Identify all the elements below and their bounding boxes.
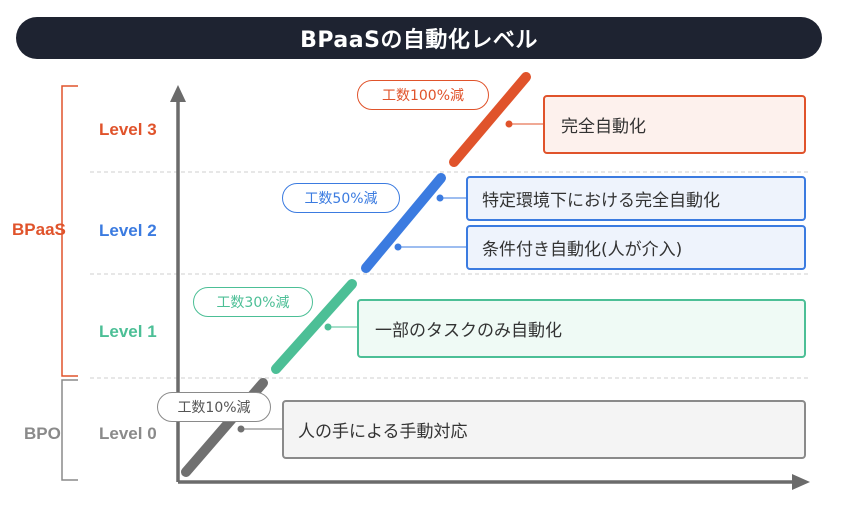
description-box-level3: 完全自動化 [543, 95, 806, 154]
connector-level2-b [394, 243, 466, 251]
bpaas-bracket [61, 85, 78, 377]
connector-level3 [505, 120, 543, 128]
connector-level0 [237, 425, 282, 433]
group-label-bpo: BPO [24, 424, 61, 443]
connector-level1 [324, 323, 357, 331]
level-label-0: Level 0 [99, 424, 157, 443]
level-label-3: Level 3 [99, 120, 157, 139]
segment-level1 [271, 279, 357, 374]
page-title: BPaaSの自動化レベル [300, 28, 538, 53]
reduction-badge-level3: 工数100%減 [357, 80, 489, 110]
reduction-badge-level2: 工数50%減 [282, 183, 400, 213]
description-box-level2-b: 条件付き自動化(人が介入) [466, 225, 806, 270]
description-box-level2-a: 特定環境下における完全自動化 [466, 176, 806, 221]
description-box-level0: 人の手による手動対応 [282, 400, 806, 459]
segment-level2 [361, 173, 446, 273]
title-bar: BPaaSの自動化レベル [16, 17, 822, 59]
y-axis-arrowhead [170, 85, 186, 102]
description-box-level1: 一部のタスクのみ自動化 [357, 299, 806, 358]
reduction-badge-level1: 工数30%減 [193, 287, 313, 317]
group-label-bpaas: BPaaS [12, 220, 66, 239]
bpo-bracket [61, 379, 78, 481]
connector-level2-a [436, 194, 466, 202]
x-axis-arrowhead [792, 474, 810, 490]
reduction-badge-level0: 工数10%減 [157, 392, 271, 422]
level-label-1: Level 1 [99, 322, 157, 341]
level-label-2: Level 2 [99, 221, 157, 240]
segment-level3 [449, 72, 531, 167]
